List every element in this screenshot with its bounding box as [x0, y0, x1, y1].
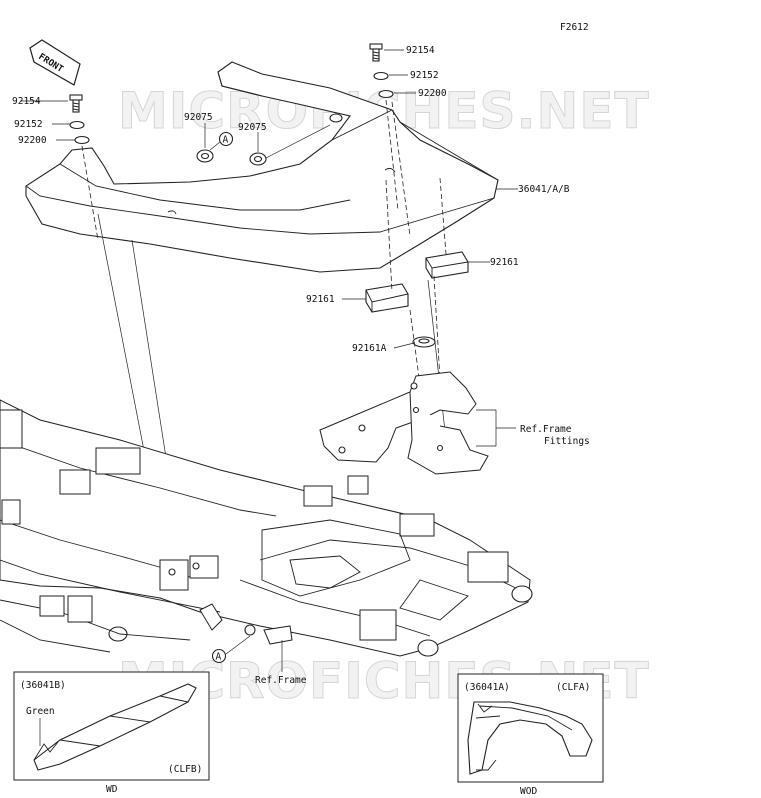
- inset-right-tag: (CLFA): [556, 682, 590, 693]
- inset-right-caption: WOD: [520, 786, 537, 797]
- ref-a-label-top: A: [223, 135, 229, 146]
- pad-left-icon: [365, 283, 409, 313]
- inset-right: (36041A) (CLFA) WOD: [457, 673, 604, 797]
- bolt-right-icon: [369, 43, 383, 62]
- label-92200-right: 92200: [418, 88, 447, 99]
- bolt-left-icon: [69, 94, 83, 113]
- damper-left-icon: [74, 135, 90, 145]
- label-92075-2: 92075: [238, 122, 267, 133]
- washer-right-icon: [373, 71, 389, 81]
- label-36041: 36041/A/B: [518, 184, 570, 195]
- label-ref-frame-fittings-line2: Fittings: [544, 436, 590, 447]
- label-92152-right: 92152: [410, 70, 439, 81]
- label-92075-1: 92075: [184, 112, 213, 123]
- seat-cover-part: [25, 61, 499, 273]
- ref-a-label-bottom: A: [216, 652, 222, 663]
- pad-right-icon: [425, 251, 469, 279]
- label-92154-right: 92154: [406, 45, 435, 56]
- frame-fittings-bracket: [319, 371, 489, 475]
- inset-left-tag: (CLFB): [168, 764, 202, 775]
- label-ref-frame: Ref.Frame: [255, 675, 307, 686]
- label-92200-left: 92200: [18, 135, 47, 146]
- label-92161-left: 92161: [306, 294, 335, 305]
- label-92161-right: 92161: [490, 257, 519, 268]
- inset-left-color: Green: [26, 706, 55, 717]
- round-pad-icon: [412, 336, 436, 348]
- front-arrow-icon: FRONT: [29, 39, 81, 86]
- grommet-icon: [196, 149, 267, 166]
- frame-assembly: [0, 399, 533, 657]
- label-92161A: 92161A: [352, 343, 387, 354]
- ref-a-marker-top: [218, 131, 234, 147]
- washer-left-icon: [69, 120, 85, 130]
- inset-right-code: (36041A): [464, 682, 510, 693]
- label-92154-left: 92154: [12, 96, 41, 107]
- figure-id: F2612: [560, 22, 589, 33]
- inset-left: (36041B) Green (CLFB) WD: [13, 671, 210, 795]
- inset-left-code: (36041B): [20, 680, 66, 691]
- label-92152-left: 92152: [14, 119, 43, 130]
- ref-a-marker-bottom: [211, 648, 227, 664]
- inset-left-caption: WD: [106, 784, 118, 795]
- label-ref-frame-fittings-line1: Ref.Frame: [520, 424, 572, 435]
- damper-right-icon: [378, 89, 394, 99]
